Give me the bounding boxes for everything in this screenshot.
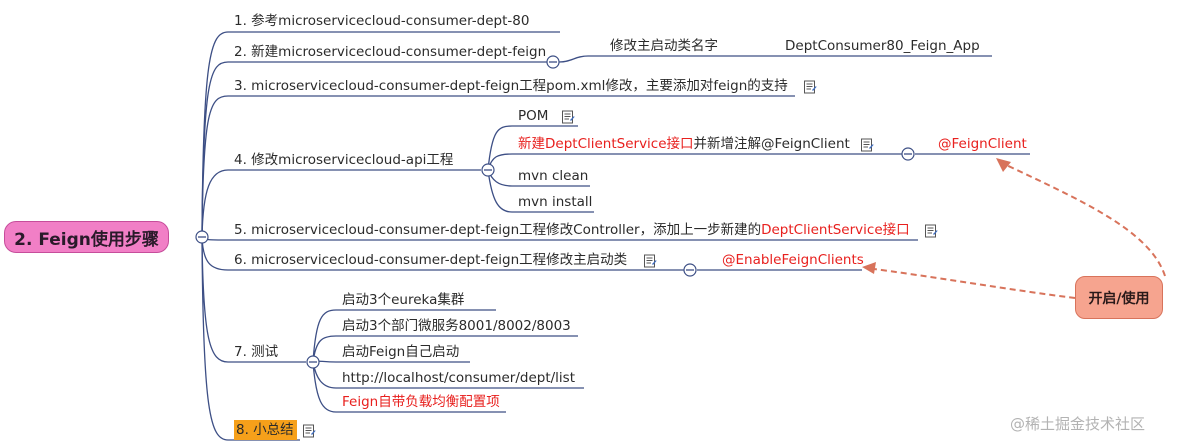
edge-step7-c1 xyxy=(312,309,496,363)
step-4-clean-label[interactable]: mvn clean xyxy=(518,168,589,184)
step-4-label[interactable]: 4. 修改microservicecloud-api工程 xyxy=(234,152,454,168)
watermark: @稀土掘金技术社区 xyxy=(1010,415,1146,433)
note-icon[interactable] xyxy=(643,254,657,268)
step-8-label[interactable]: 8. 小总结 xyxy=(236,422,294,438)
edge-step2-child xyxy=(558,55,745,63)
edge-step-3 xyxy=(201,95,795,238)
note-icon[interactable] xyxy=(561,110,575,124)
root-label: 2. Feign使用步骤 xyxy=(14,229,159,250)
step-8-highlight xyxy=(234,420,297,440)
step-5-label[interactable]: 5. microservicecloud-consumer-dept-feign… xyxy=(234,222,910,238)
edge-step7-c3 xyxy=(312,360,470,363)
step-6-child-label[interactable]: @EnableFeignClients xyxy=(722,252,864,268)
step-2-label[interactable]: 2. 新建microservicecloud-consumer-dept-fei… xyxy=(234,44,547,60)
edge-step7-c5 xyxy=(312,361,506,413)
note-icon[interactable] xyxy=(860,138,874,152)
step-7-child-5[interactable]: Feign自带负载均衡配置项 xyxy=(342,394,500,410)
step-4-new-label[interactable]: 新建DeptClientService接口并新增注解@FeignClient xyxy=(518,136,850,152)
step-2-grandchild-label[interactable]: DeptConsumer80_Feign_App xyxy=(785,38,980,54)
step-3-label[interactable]: 3. microservicecloud-consumer-dept-feign… xyxy=(234,78,788,94)
root-node[interactable]: 2. Feign使用步骤 xyxy=(4,221,169,253)
edge-step4-pom xyxy=(487,125,578,171)
step-7-child-2[interactable]: 启动3个部门微服务8001/8002/8003 xyxy=(342,318,571,334)
callout-label: 开启/使用 xyxy=(1088,290,1150,307)
step-4-pom-label[interactable]: POM xyxy=(518,108,549,124)
arrowhead-feignclient xyxy=(996,158,1011,172)
step-2-child-label[interactable]: 修改主启动类名字 xyxy=(610,38,718,54)
step-7-label[interactable]: 7. 测试 xyxy=(234,344,279,360)
note-icon[interactable] xyxy=(803,80,817,94)
step-7-child-3[interactable]: 启动Feign自己启动 xyxy=(342,344,460,360)
edge-step-1 xyxy=(201,31,560,238)
note-icon[interactable] xyxy=(924,224,938,238)
step-7-child-4[interactable]: http://localhost/consumer/dept/list xyxy=(342,370,576,386)
callout-arrow-feignclient xyxy=(999,161,1166,277)
step-4-annotation-label[interactable]: @FeignClient xyxy=(938,136,1027,152)
note-icon[interactable] xyxy=(302,424,316,438)
edge-step-4 xyxy=(201,169,481,238)
step-1-label[interactable]: 1. 参考microservicecloud-consumer-dept-80 xyxy=(234,13,530,29)
step-4-install-label[interactable]: mvn install xyxy=(518,194,593,210)
edge-step4-install xyxy=(487,169,594,213)
step-7-child-1[interactable]: 启动3个eureka集群 xyxy=(342,292,465,308)
edge-step-8 xyxy=(201,236,300,441)
callout-arrow-enable xyxy=(865,267,1076,299)
arrowhead-enable xyxy=(862,262,876,274)
step-6-label[interactable]: 6. microservicecloud-consumer-dept-feign… xyxy=(234,252,628,268)
callout-node[interactable]: 开启/使用 xyxy=(1075,276,1163,319)
